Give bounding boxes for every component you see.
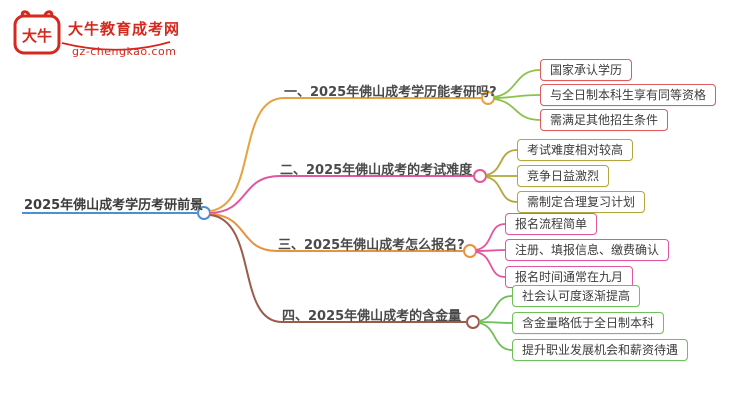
mindmap-node: 提升职业发展机会和薪资待遇 bbox=[512, 339, 689, 361]
mindmap-node: 报名时间通常在九月 bbox=[505, 266, 634, 288]
branch-3-label: 三、2025年佛山成考怎么报名? bbox=[278, 238, 465, 253]
branch-1-label: 一、2025年佛山成考学历能考研吗? bbox=[284, 85, 497, 100]
mindmap-node: 注册、填报信息、缴费确认 bbox=[505, 239, 670, 261]
mindmap-node: 社会认可度逐渐提高 bbox=[512, 285, 641, 307]
branch-3-line bbox=[209, 213, 463, 252]
branch-1-fan-3 bbox=[493, 98, 541, 121]
logo-swoosh bbox=[61, 41, 171, 51]
branch-2-label: 二、2025年佛山成考的考试难度 bbox=[280, 163, 473, 178]
mindmap-node: 报名流程简单 bbox=[505, 213, 598, 235]
branch-3-fan-2 bbox=[475, 249, 506, 252]
branch-2-line bbox=[209, 175, 473, 214]
mindmap-node: 国家承认学历 bbox=[540, 59, 633, 81]
branch-4-fan-3 bbox=[478, 322, 513, 351]
branch-4-label: 四、2025年佛山成考的含金量 bbox=[282, 309, 462, 324]
brand-url: gz-chengkao.com bbox=[72, 45, 177, 58]
branch-4-fan-1 bbox=[478, 295, 513, 322]
bull-icon-text: 大牛 bbox=[22, 27, 52, 45]
mindmap-node: 含金量略低于全日制本科 bbox=[512, 312, 665, 334]
mindmap-node: 竞争日益激烈 bbox=[517, 165, 610, 187]
mindmap-node: 需制定合理复习计划 bbox=[517, 191, 646, 213]
bull-icon: 大牛 bbox=[13, 10, 61, 55]
branch-2-fan-3 bbox=[485, 176, 518, 203]
branch-4-circle bbox=[466, 315, 480, 329]
root-topic: 2025年佛山成考学历考研前景 bbox=[24, 198, 204, 213]
brand-title: 大牛教育成考网 bbox=[68, 20, 181, 38]
mindmap-node: 与全日制本科生享有同等资格 bbox=[540, 84, 717, 106]
branch-2-fan-1 bbox=[485, 149, 518, 176]
branch-3-fan-1 bbox=[475, 223, 506, 251]
branch-1-line bbox=[209, 97, 481, 212]
branch-3-fan-3 bbox=[475, 251, 506, 278]
branch-2-circle bbox=[473, 169, 487, 183]
branch-1-fan-2 bbox=[493, 94, 541, 99]
branch-1-fan-1 bbox=[493, 69, 541, 98]
brand-logo: 大牛 大牛教育成考网 gz-chengkao.com bbox=[12, 10, 180, 58]
mindmap-node: 需满足其他招生条件 bbox=[540, 109, 669, 131]
branch-3-circle bbox=[463, 244, 477, 258]
branch-4-fan-2 bbox=[478, 321, 513, 324]
mindmap-node: 考试难度相对较高 bbox=[517, 139, 634, 161]
branch-4-line bbox=[209, 214, 466, 323]
